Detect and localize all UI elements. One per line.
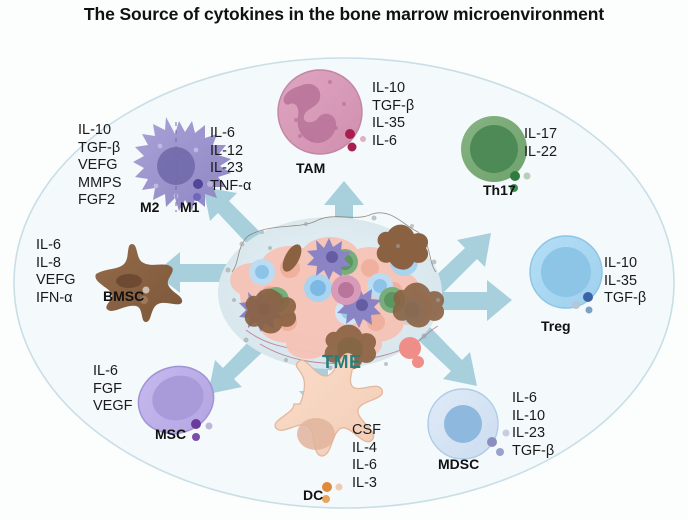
cytokine-item: IL-23 <box>210 160 244 176</box>
cytokine-item: TGF-β <box>512 442 555 459</box>
arrow-to-treg <box>441 280 512 321</box>
macrophage-m2-cytokine-list: IL-10 TGF-β VEFG MMPS FGF2 <box>78 122 122 210</box>
cytokine-item: IL-6 <box>512 390 537 406</box>
cell-label-mdsc: MDSC <box>438 456 480 472</box>
mdsc-cytokine-list: IL-6 IL-10 IL-23 TGF-β <box>512 390 554 460</box>
arrow-to-mdsc <box>416 326 477 386</box>
cell-label-th17: Th17 <box>483 182 516 198</box>
cytokine-item: IL-10 <box>604 255 638 271</box>
cell-label-m2: M2 <box>140 199 160 215</box>
bmsc-cytokine-list: IL-6 IL-8 VEFG IFN-α <box>36 237 75 307</box>
cytokine-item: FGF <box>93 380 122 397</box>
cytokine-item: TGF-β <box>372 97 415 114</box>
cytokine-item: VEFG <box>78 157 118 173</box>
treg-secretion-dots <box>572 292 593 314</box>
bmsc-secretion-dots <box>126 286 150 304</box>
cell-th17 <box>461 116 531 192</box>
tam-secretion-dots <box>345 129 366 152</box>
cell-label-tam: TAM <box>296 160 326 176</box>
cell-tam <box>277 69 366 155</box>
cytokine-item: FGF2 <box>78 192 116 208</box>
arrow-to-bmsc <box>155 252 233 293</box>
cytokine-item: IL-6 <box>93 363 118 379</box>
cytokine-item: VEGF <box>93 398 133 414</box>
cytokine-item: IL-35 <box>604 272 638 289</box>
tme-label: TME <box>322 352 362 372</box>
cell-bmsc <box>95 244 183 322</box>
arrow-to-macrophage <box>203 187 262 246</box>
cytokine-item: IL-10 <box>78 122 112 138</box>
cell-label-m1: M1 <box>180 199 200 215</box>
cytokine-item: IFN-α <box>36 289 73 306</box>
cell-label-bmsc: BMSC <box>103 288 145 304</box>
cell-mdsc <box>427 388 510 460</box>
cell-macrophage <box>133 117 231 212</box>
cytokine-item: IL-6 <box>210 125 235 141</box>
page-title: The Source of cytokines in the bone marr… <box>83 4 605 24</box>
dc-secretion-dots <box>322 482 343 503</box>
cytokine-item: IL-10 <box>372 80 406 96</box>
cell-label-treg: Treg <box>541 318 571 334</box>
th17-cytokine-list: IL-17 IL-22 <box>524 126 557 161</box>
arrow-to-th17 <box>428 233 491 295</box>
cytokine-item: IL-8 <box>36 254 61 271</box>
cytokine-item: IL-22 <box>524 143 558 160</box>
cytokine-item: IL-10 <box>512 407 546 424</box>
cytokine-item: IL-35 <box>372 115 406 131</box>
cell-dc <box>274 353 383 503</box>
tme-stromal-cells <box>244 224 445 370</box>
macrophage-secretion-dots <box>193 179 213 201</box>
cytokine-item: IL-6 <box>352 457 377 473</box>
cytokine-item: VEFG <box>36 272 76 288</box>
cytokine-item: IL-6 <box>36 237 61 253</box>
cell-label-msc: MSC <box>155 426 187 442</box>
th17-secretion-dots <box>510 171 531 192</box>
cytokine-item: TNF-α <box>210 177 252 194</box>
cytokine-item: IL-6 <box>372 132 397 149</box>
cytokine-item: IL-12 <box>210 142 244 159</box>
arrow-group <box>155 181 512 415</box>
arrow-to-msc <box>208 334 268 394</box>
cell-msc <box>137 365 215 441</box>
dc-cytokine-list: CSF IL-4 IL-6 IL-3 <box>352 422 381 492</box>
cytokine-item: MMPS <box>78 174 122 191</box>
cytokine-item: TGF-β <box>78 139 121 156</box>
cytokine-item: IL-4 <box>352 439 377 456</box>
cell-treg <box>529 235 603 314</box>
treg-cytokine-list: IL-10 IL-35 TGF-β <box>604 255 646 308</box>
cytokine-item: IL-3 <box>352 474 377 491</box>
cytokine-item: TGF-β <box>604 290 647 306</box>
cell-label-dc: DC <box>303 487 324 503</box>
msc-cytokine-list: IL-6 FGF VEGF <box>93 363 132 416</box>
cytokine-item: IL-17 <box>524 126 558 142</box>
macrophage-m1-cytokine-list: IL-6 IL-12 IL-23 TNF-α <box>210 125 251 195</box>
msc-secretion-dots <box>191 419 213 441</box>
cytokine-item: IL-23 <box>512 425 546 441</box>
tme-cluster <box>218 212 445 371</box>
mdsc-secretion-dots <box>487 429 510 456</box>
cytokine-item: CSF <box>352 422 381 438</box>
tam-cytokine-list: IL-10 TGF-β IL-35 IL-6 <box>372 80 414 150</box>
